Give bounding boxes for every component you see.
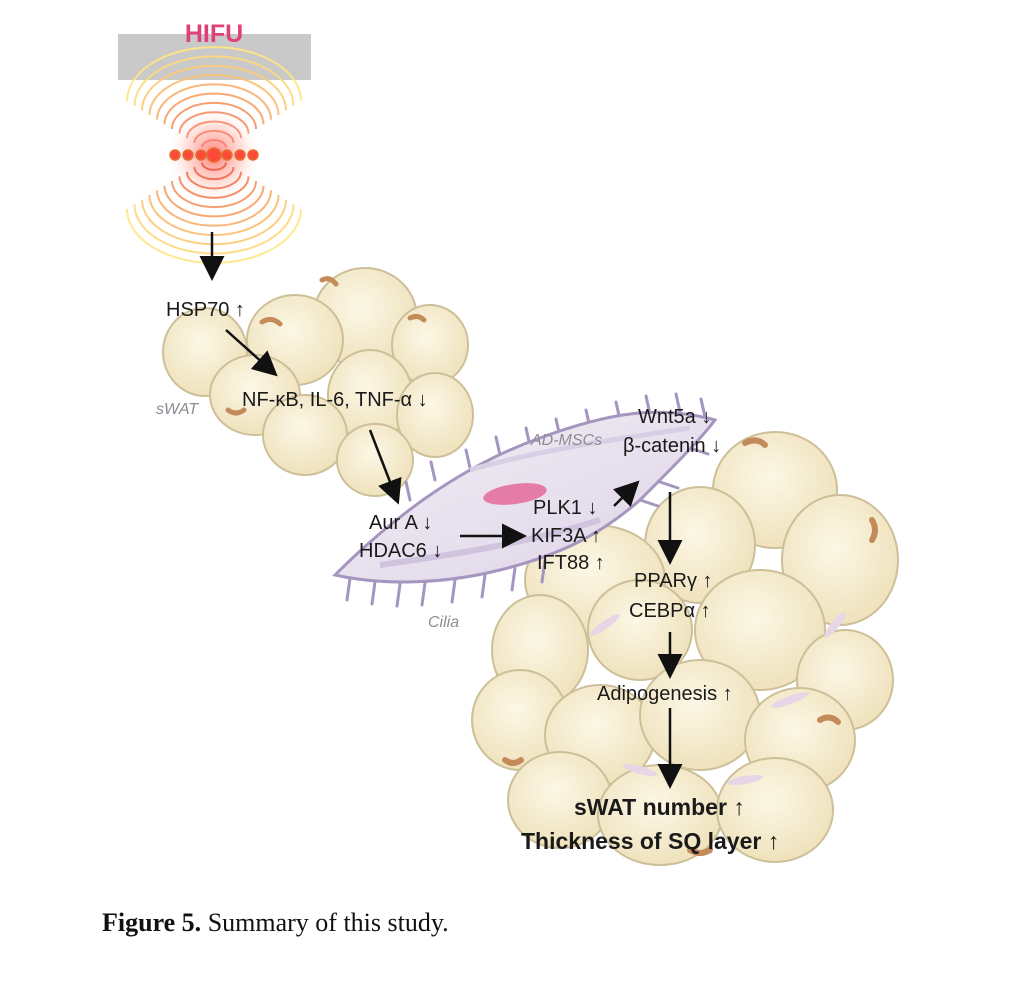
wave-arc [186, 171, 242, 190]
arrows [199, 232, 683, 789]
wave-arc [193, 166, 235, 181]
cilium [345, 576, 352, 602]
wave-arc [163, 92, 265, 125]
ift88-node: IFT88 ↑ [537, 552, 605, 574]
arrow-hsp70-to-inflammation [225, 329, 278, 377]
cilia-label: Cilia [428, 614, 459, 631]
focal-dot [206, 147, 222, 163]
wave-arc [141, 64, 287, 111]
beta-catenin-node: β-catenin ↓ [623, 435, 721, 457]
focal-dot [247, 149, 259, 161]
wave-arc [201, 162, 227, 171]
wave-arc [133, 204, 295, 255]
cilium [420, 581, 427, 607]
cilium [688, 446, 710, 456]
arrow-plk1-to-wnt5a [613, 480, 640, 507]
wave-arc [171, 181, 257, 209]
ultrasound-waves-bottom [126, 162, 302, 264]
wave-arc [148, 194, 280, 236]
cilium [370, 580, 377, 606]
kif3a-node: KIF3A ↑ [531, 525, 601, 547]
wave-arc [156, 83, 272, 120]
cilium [699, 397, 707, 419]
adipogenesis-node: Adipogenesis ↑ [597, 683, 733, 705]
arrow-inflammation-to-aura [368, 429, 402, 505]
focal-dot [195, 149, 207, 161]
thickness-node: Thickness of SQ layer ↑ [521, 828, 779, 854]
swat-cluster-lower [471, 431, 899, 866]
cilium [638, 498, 660, 508]
wnt5a-node: Wnt5a ↓ [638, 406, 711, 428]
swat-cluster-upper [162, 267, 474, 497]
cilium [658, 480, 680, 490]
hifu-label: HIFU [185, 20, 243, 48]
ppar-gamma-node: PPARγ ↑ [634, 570, 713, 592]
cilium [674, 392, 682, 414]
cebp-alpha-node: CEBPα ↑ [629, 600, 711, 622]
plk1-node: PLK1 ↓ [533, 497, 597, 519]
wave-arc [156, 190, 272, 227]
focal-dot [169, 149, 181, 161]
wave-arc [126, 46, 302, 102]
wave-arc [178, 176, 250, 199]
focal-points [169, 147, 259, 163]
hsp70-node: HSP70 ↑ [166, 299, 245, 321]
cilium [395, 582, 402, 608]
wave-arc [133, 55, 295, 106]
cilium [450, 578, 457, 604]
cilium [540, 558, 547, 584]
ad-mscs-label: AD-MSCs [530, 432, 602, 449]
hdac6-node: HDAC6 ↓ [359, 540, 442, 562]
cilium [429, 460, 437, 482]
hifu-transducer: HIFU [118, 20, 311, 264]
nucleus [483, 483, 547, 505]
cilium [480, 573, 487, 599]
wave-arc [163, 185, 265, 218]
cilium [510, 566, 517, 592]
wave-arc [171, 101, 257, 129]
wave-arc [148, 74, 280, 116]
focal-dot [182, 149, 194, 161]
caption-text: Summary of this study. [201, 908, 449, 937]
cilium [494, 435, 502, 457]
figure-caption: Figure 5. Summary of this study. [102, 908, 449, 938]
inflammation-node: NF-κB, IL-6, TNF-α ↓ [242, 389, 428, 411]
aura-node: Aur A ↓ [369, 512, 432, 534]
swat-label: sWAT [156, 401, 199, 418]
wave-arc [141, 199, 287, 246]
cilium [464, 448, 472, 470]
ad-msc-cell [332, 392, 718, 608]
cilium [404, 480, 412, 502]
focal-dot [234, 149, 246, 161]
focal-dot [221, 149, 233, 161]
swat-number-node: sWAT number ↑ [574, 794, 745, 820]
caption-label: Figure 5. [102, 908, 202, 937]
